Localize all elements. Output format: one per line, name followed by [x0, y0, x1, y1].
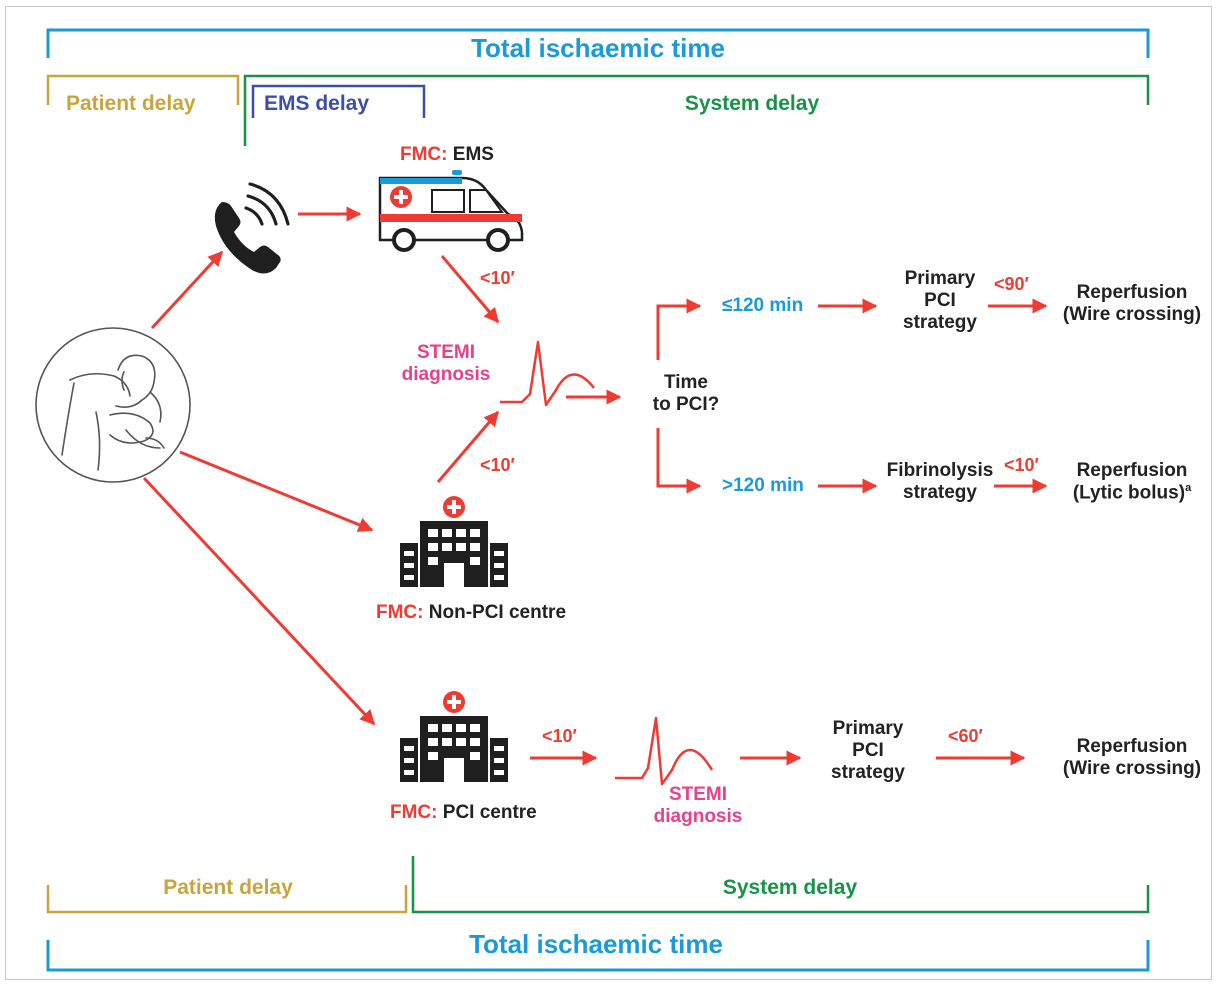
- arrow-nonpci-to-diagnosis: [436, 410, 500, 483]
- time-to-pci-question: Time to PCI?: [652, 372, 720, 415]
- fmc-prefix: FMC:: [390, 802, 438, 823]
- time-ems-to-diagnosis: <10′: [480, 268, 515, 288]
- stemi-diagnosis-label: STEMI diagnosis: [401, 342, 491, 385]
- reperfusion-lytic: Reperfusion (Lytic bolus)a: [1072, 460, 1192, 504]
- total-ischaemic-time-bottom: Total ischaemic time: [469, 929, 723, 959]
- fmc-nonpci-label: FMC: Non-PCI centre: [376, 602, 566, 624]
- ems-delay-label: EMS delay: [264, 92, 370, 115]
- hospital-icon: [400, 496, 508, 587]
- ambulance-icon: [378, 170, 524, 252]
- stemi-diagnosis-label-bottom: STEMI diagnosis: [653, 784, 743, 827]
- time-primary-to-reperfusion: <90′: [994, 274, 1029, 294]
- time-lysis-to-reperfusion: <10′: [1004, 455, 1039, 475]
- fmc-pci-text: PCI centre: [442, 802, 537, 823]
- ecg-icon: [500, 340, 595, 407]
- figure-frame: [5, 6, 1212, 980]
- phone-icon: [214, 182, 290, 274]
- total-time-bracket-top: [46, 28, 1150, 58]
- hospital-icon: [400, 691, 508, 782]
- system-delay-label-top: System delay: [684, 92, 820, 115]
- fmc-nonpci-text: Non-PCI centre: [428, 602, 567, 623]
- arrow-patient-to-nonpci: [179, 450, 374, 532]
- primary-pci-strategy-bottom: Primary PCI strategy: [831, 718, 905, 783]
- fmc-ems-text: EMS: [452, 144, 494, 165]
- total-time-bracket-bottom: [46, 940, 1150, 972]
- ems-delay-bracket: [251, 84, 426, 118]
- patient-delay-bracket-bottom: [46, 885, 408, 914]
- total-ischaemic-time-top: Total ischaemic time: [471, 33, 725, 63]
- ecg-icon: [615, 716, 714, 786]
- system-delay-bracket-top: [243, 74, 1150, 146]
- system-delay-bracket-bottom: [411, 856, 1150, 914]
- arrow-patient-to-phone: [150, 250, 224, 330]
- patient-delay-bracket-top: [46, 74, 240, 105]
- arrow-branch-bottom: [656, 428, 702, 494]
- reperfusion-wire-bottom: Reperfusion (Wire crossing): [1062, 736, 1202, 779]
- fmc-prefix: FMC:: [400, 144, 448, 165]
- time-pci-to-diagnosis: <10′: [542, 726, 577, 746]
- reperfusion-wire-top: Reperfusion (Wire crossing): [1062, 282, 1202, 325]
- patient-delay-label-bottom: Patient delay: [163, 876, 293, 899]
- primary-pci-strategy-top: Primary PCI strategy: [903, 268, 977, 333]
- arrow-ems-to-diagnosis: [440, 255, 500, 324]
- fmc-pci-label: FMC: PCI centre: [390, 802, 537, 824]
- fmc-prefix: FMC:: [376, 602, 424, 623]
- patient-delay-label-top: Patient delay: [66, 92, 196, 115]
- fibrinolysis-strategy: Fibrinolysis strategy: [886, 460, 994, 503]
- arrow-patient-to-pci: [142, 476, 376, 726]
- time-nonpci-to-diagnosis: <10′: [480, 455, 515, 475]
- time-primary-to-reperfusion-bottom: <60′: [948, 726, 983, 746]
- patient-icon: [35, 327, 191, 483]
- le120-label: ≤120 min: [722, 295, 804, 316]
- arrow-branch-top: [656, 298, 702, 360]
- gt120-label: >120 min: [722, 475, 804, 496]
- system-delay-label-bottom: System delay: [722, 876, 858, 899]
- fmc-ems-label: FMC: EMS: [400, 144, 494, 166]
